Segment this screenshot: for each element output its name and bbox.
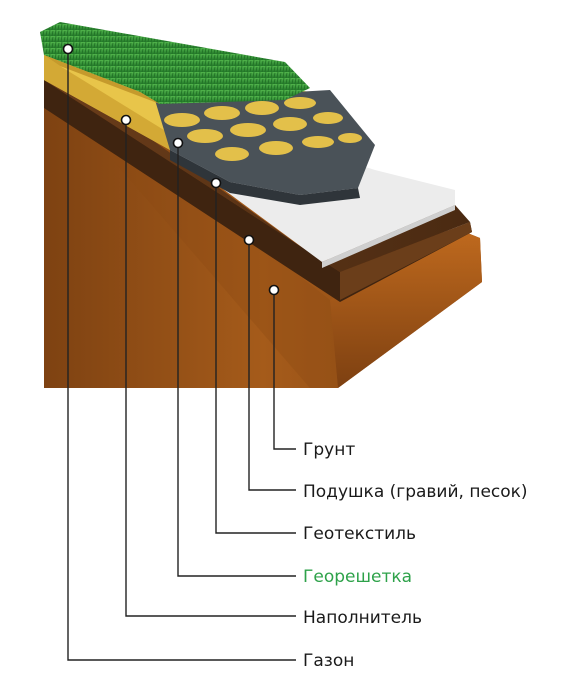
leader-lawn xyxy=(67,49,296,661)
marker-geogrid xyxy=(172,137,184,149)
marker-lawn xyxy=(62,43,74,55)
geogrid-layer xyxy=(155,90,375,205)
layer-labels: Грунт Подушка (гравий, песок) Геотекстил… xyxy=(303,440,528,671)
lawn-layer xyxy=(40,22,310,104)
label-cushion: Подушка (гравий, песок) xyxy=(303,482,528,502)
marker-dots xyxy=(62,43,280,296)
leader-lines xyxy=(67,49,296,661)
leader-geogrid xyxy=(177,143,296,577)
marker-soil xyxy=(268,284,280,296)
label-soil: Грунт xyxy=(303,440,355,460)
label-filler: Наполнитель xyxy=(303,608,422,628)
leader-geotextile xyxy=(215,183,296,534)
marker-geotextile xyxy=(210,177,222,189)
leader-cushion xyxy=(248,240,296,491)
label-geogrid: Георешетка xyxy=(303,567,412,587)
label-geotextile: Геотекстиль xyxy=(303,524,416,544)
marker-cushion xyxy=(243,234,255,246)
leader-soil xyxy=(273,290,296,450)
leader-filler xyxy=(125,120,296,617)
marker-filler xyxy=(120,114,132,126)
label-lawn: Газон xyxy=(303,651,354,671)
